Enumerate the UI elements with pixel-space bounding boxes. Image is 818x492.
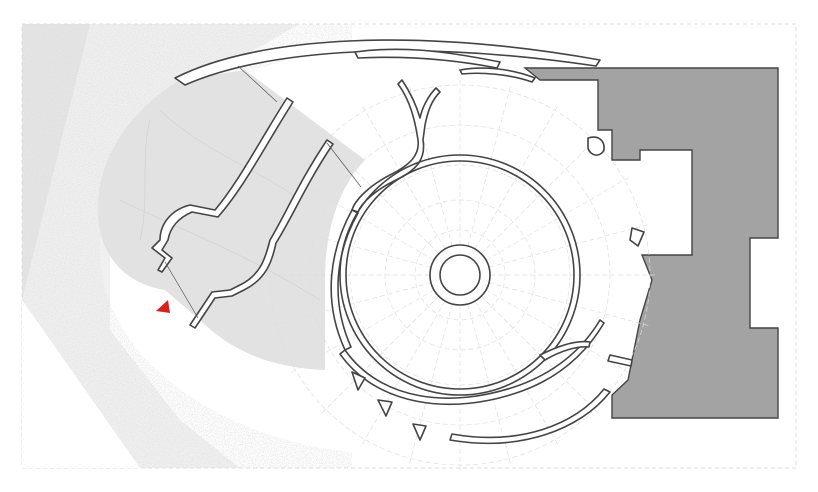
- grid-ray: [271, 282, 432, 326]
- grid-ray: [290, 289, 435, 373]
- grid-ray: [474, 105, 558, 250]
- grid-ray: [488, 282, 649, 326]
- grid-ray: [409, 303, 453, 464]
- grid-ring: [414, 229, 506, 321]
- grid-ray: [485, 289, 630, 373]
- grid-ray: [480, 136, 599, 255]
- walls: [151, 39, 645, 445]
- grid-ray: [290, 177, 435, 261]
- grid-ray: [321, 136, 440, 255]
- adjacent-building: [523, 67, 779, 419]
- section-lines: [164, 65, 362, 319]
- grid-ray: [467, 86, 511, 247]
- grid-ring: [349, 164, 571, 386]
- radial-grid: [265, 80, 655, 470]
- shaded-terrace: [97, 70, 366, 370]
- grid-ray: [485, 177, 630, 261]
- grid-ray: [271, 224, 432, 268]
- grid-ray: [474, 300, 558, 445]
- grid-ray: [321, 295, 440, 414]
- grid-ray: [488, 224, 649, 268]
- grid-ray: [362, 300, 446, 445]
- entrance-marker-icon: [156, 300, 170, 313]
- grid-ray: [362, 105, 446, 250]
